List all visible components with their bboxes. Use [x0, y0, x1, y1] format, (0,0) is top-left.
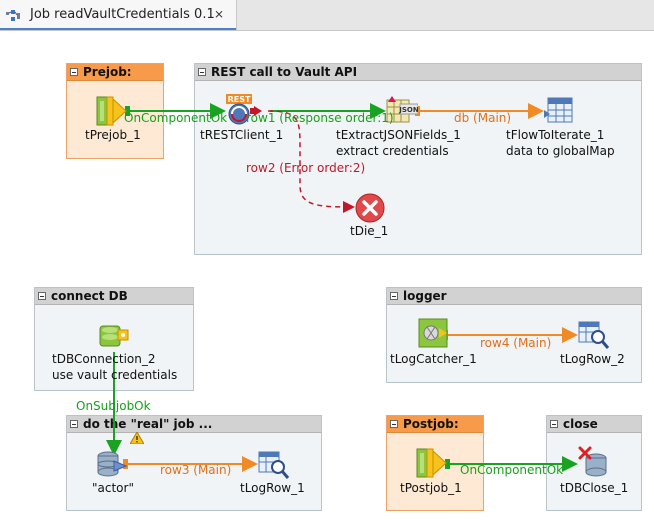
link-label[interactable]: row2 (Error order:2) — [246, 161, 366, 175]
close-icon[interactable]: ⨯ — [214, 7, 225, 21]
link-label[interactable]: db (Main) — [454, 111, 512, 125]
subjob-title: connect DB — [51, 289, 128, 303]
link-label[interactable]: OnComponentOk — [124, 111, 228, 125]
tdie-icon[interactable] — [354, 192, 386, 224]
component-sublabel: data to globalMap — [506, 144, 615, 158]
warning-icon — [130, 432, 144, 444]
tab-active-indicator — [0, 28, 236, 30]
component-label: tDie_1 — [350, 224, 389, 238]
subjob-header[interactable]: do the "real" job ... — [67, 416, 321, 433]
collapse-icon[interactable] — [70, 420, 78, 428]
subjob-header[interactable]: Postjob: — [387, 416, 483, 433]
editor-tab-bar: Job readVaultCredentials 0.1 ⨯ — [0, 0, 654, 31]
tlogcatcher-icon[interactable] — [418, 318, 450, 350]
component-label: tPostjob_1 — [400, 481, 462, 495]
collapse-icon[interactable] — [390, 292, 398, 300]
svg-text:JSON: JSON — [398, 106, 418, 114]
tdbinput-icon[interactable] — [96, 450, 128, 480]
component-label: tLogRow_1 — [240, 481, 305, 495]
tdbconnection-icon[interactable] — [98, 320, 130, 352]
tab-title: Job readVaultCredentials 0.1 — [30, 7, 215, 22]
subjob-header[interactable]: connect DB — [35, 288, 193, 305]
component-sublabel: extract credentials — [336, 144, 449, 158]
tlogrow-icon[interactable] — [258, 450, 290, 480]
tpostjob-icon[interactable] — [416, 448, 448, 478]
tprejob-icon[interactable] — [96, 96, 128, 126]
connector-handle[interactable] — [123, 459, 128, 469]
connector-handle[interactable] — [125, 106, 130, 116]
job-tab[interactable]: Job readVaultCredentials 0.1 ⨯ — [0, 0, 237, 30]
subjob-title: Postjob: — [403, 417, 459, 431]
subjob-header[interactable]: close — [547, 416, 641, 433]
link-label[interactable]: OnSubjobOk — [76, 399, 151, 413]
component-label: tLogCatcher_1 — [390, 352, 477, 366]
subjob-title: Prejob: — [83, 65, 132, 79]
collapse-icon[interactable] — [38, 292, 46, 300]
subjob-title: logger — [403, 289, 447, 303]
component-label: tExtractJSONFields_1 — [336, 128, 461, 142]
subjob-title: REST call to Vault API — [211, 65, 358, 79]
connector-handle[interactable] — [445, 459, 450, 469]
collapse-icon[interactable] — [198, 68, 206, 76]
collapse-icon[interactable] — [550, 420, 558, 428]
subjob-rest-call[interactable]: REST call to Vault API — [194, 63, 642, 255]
subjob-title: do the "real" job ... — [83, 417, 213, 431]
textractjsonfields-icon[interactable]: JSON — [386, 96, 418, 124]
trestclient-icon[interactable]: REST — [224, 94, 264, 126]
link-label[interactable]: OnComponentOk — [460, 463, 564, 477]
collapse-icon[interactable] — [390, 420, 398, 428]
component-label: tDBConnection_2 — [52, 352, 156, 366]
subjob-header[interactable]: REST call to Vault API — [195, 64, 641, 81]
component-label: "actor" — [92, 481, 134, 495]
link-label[interactable]: row1 (Response order:1) — [246, 111, 394, 125]
link-row2[interactable] — [267, 110, 355, 213]
collapse-icon[interactable] — [70, 68, 78, 76]
svg-text:REST: REST — [228, 95, 251, 104]
component-label: tPrejob_1 — [85, 128, 141, 142]
job-icon — [6, 10, 20, 21]
tflowtoiterate-icon[interactable] — [544, 96, 576, 126]
link-label[interactable]: row4 (Main) — [480, 336, 552, 350]
component-sublabel: use vault credentials — [52, 368, 178, 382]
component-label: tLogRow_2 — [560, 352, 625, 366]
tlogrow-icon[interactable] — [578, 320, 610, 350]
tdbclose-icon[interactable] — [578, 446, 610, 478]
link-label[interactable]: row3 (Main) — [160, 463, 232, 477]
component-label: tDBClose_1 — [560, 481, 629, 495]
subjob-header[interactable]: Prejob: — [67, 64, 163, 81]
subjob-title: close — [563, 417, 598, 431]
subjob-header[interactable]: logger — [387, 288, 641, 305]
component-label: tFlowToIterate_1 — [506, 128, 605, 142]
component-label: tRESTClient_1 — [200, 128, 284, 142]
